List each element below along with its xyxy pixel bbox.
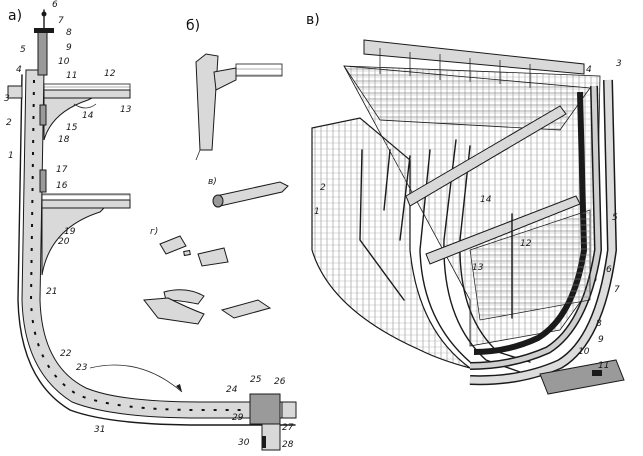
wale (7, 85, 23, 99)
upper-knee (43, 97, 93, 141)
callout-v-8: 8 (596, 319, 602, 329)
callout-a-5: 5 (20, 45, 26, 55)
callout-a-9: 9 (66, 43, 72, 53)
upper-deck-planks (43, 83, 131, 91)
callout-a-24: 24 (226, 385, 238, 395)
callout-a-16: 16 (56, 181, 68, 191)
callout-a-26: 26 (274, 377, 286, 387)
keel (249, 393, 281, 425)
callout-a-29: 29 (232, 413, 244, 423)
callout-a-1: 1 (8, 151, 14, 161)
callout-a-13: 13 (120, 105, 132, 115)
callout-a-14: 14 (82, 111, 94, 121)
panel-b-callouts: в) г) (150, 177, 217, 237)
lower-deck-beam (425, 195, 581, 265)
callout-b-g: г) (150, 227, 158, 237)
callout-v-4: 4 (586, 65, 592, 75)
gunwale-rail (363, 39, 585, 75)
callout-a-20: 20 (58, 237, 70, 247)
panel-label-a: а) (8, 8, 22, 24)
panel-a-callouts: 6 7 8 9 5 10 4 11 12 3 13 14 2 15 18 1 1… (4, 0, 294, 450)
upper-deck-beam (43, 89, 131, 99)
callout-v-10: 10 (578, 347, 590, 357)
callout-v-11: 11 (598, 361, 609, 371)
callout-v-9: 9 (598, 335, 604, 345)
callout-v-3: 3 (616, 59, 622, 69)
frame-centre-dashes (29, 79, 292, 411)
callout-a-11: 11 (66, 71, 77, 81)
callout-v-7: 7 (614, 285, 620, 295)
panel-label-b: б) (186, 18, 200, 34)
hull-outer-plank (17, 74, 296, 426)
panel-a-section (7, 9, 297, 451)
keelson (281, 401, 297, 419)
detail-wedge-2 (197, 247, 229, 267)
callout-v-5: 5 (612, 213, 618, 223)
callout-a-21: 21 (46, 287, 57, 297)
panel-v-callouts: 1 2 3 4 5 6 7 8 9 10 11 12 13 14 (314, 59, 622, 371)
callout-v-12: 12 (520, 239, 532, 249)
callout-a-12: 12 (104, 69, 116, 79)
callout-a-30: 30 (238, 438, 250, 448)
top-timber (37, 29, 48, 76)
callout-a-25: 25 (250, 375, 262, 385)
deck-beam-diagonal (405, 105, 567, 207)
lower-deck-planks (41, 193, 131, 201)
callout-a-17: 17 (56, 165, 68, 175)
callout-a-27: 27 (282, 423, 294, 433)
detail-wedge-1 (159, 235, 187, 255)
callout-a-8: 8 (66, 28, 72, 38)
callout-b-v: в) (208, 177, 217, 187)
callout-a-6: 6 (52, 0, 58, 10)
callout-a-28: 28 (282, 440, 294, 450)
callout-a-10: 10 (58, 57, 70, 67)
lower-deck-planking (469, 209, 591, 321)
callout-a-4: 4 (16, 65, 22, 75)
callout-v-14: 14 (480, 195, 492, 205)
callout-a-22: 22 (60, 349, 72, 359)
hull-side-skin (311, 117, 471, 369)
lower-deck-beam (41, 199, 131, 209)
detail-scarf-3 (220, 299, 272, 319)
callout-a-15: 15 (66, 123, 78, 133)
callout-a-3: 3 (4, 94, 10, 104)
callout-a-2: 2 (6, 118, 12, 128)
callout-a-31: 31 (94, 425, 105, 435)
lower-knee (41, 207, 106, 276)
callout-a-7: 7 (58, 16, 64, 26)
callout-v-13: 13 (472, 263, 484, 273)
callout-v-2: 2 (320, 183, 326, 193)
panel-v-hull (311, 39, 625, 395)
detail-scarf-2 (143, 297, 205, 325)
detail-treenail (214, 181, 289, 207)
upper-deck-planking (343, 65, 591, 131)
callout-v-1: 1 (314, 207, 320, 217)
callout-a-18: 18 (58, 135, 70, 145)
keel (539, 359, 625, 395)
detail-frame-head (195, 53, 219, 151)
panel-label-v: в) (306, 12, 320, 28)
callout-a-23: 23 (76, 363, 88, 373)
callout-v-6: 6 (606, 265, 612, 275)
panel-b-details (143, 53, 289, 325)
callout-a-19: 19 (64, 227, 76, 237)
